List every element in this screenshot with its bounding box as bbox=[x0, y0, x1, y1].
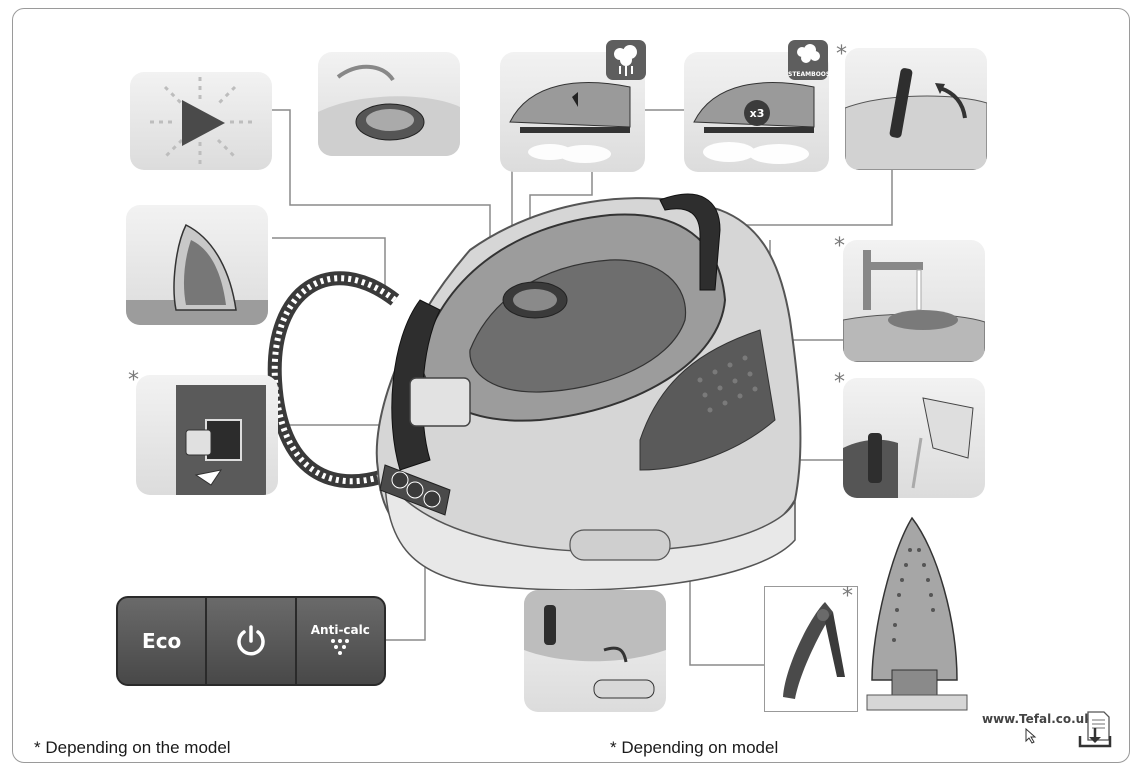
panel-accessory-holder bbox=[764, 586, 858, 712]
iron-on-stand bbox=[866, 516, 968, 711]
panel-handle-release bbox=[845, 48, 987, 170]
hose-connector bbox=[409, 377, 471, 427]
steamboost-icon: STEAMBOOST bbox=[788, 40, 835, 80]
asterisk-handle-release: * bbox=[836, 42, 847, 67]
download-document-icon[interactable] bbox=[1076, 710, 1114, 750]
panel-fill-from-jug bbox=[843, 378, 985, 498]
website-link[interactable]: www.Tefal.co.uk bbox=[982, 712, 1093, 726]
multiplier-badge: x3 bbox=[744, 100, 770, 126]
diagram-frame bbox=[12, 8, 1130, 763]
footnote-left: * Depending on the model bbox=[34, 738, 231, 757]
steam-icon bbox=[606, 40, 646, 80]
steamboost-label: STEAMBOOST bbox=[788, 71, 835, 78]
control-panel-closeup: Eco Anti-calc bbox=[116, 596, 386, 686]
asterisk-accessory: * bbox=[842, 584, 853, 609]
power-button[interactable] bbox=[207, 598, 297, 684]
panel-anticalc-collector bbox=[136, 375, 278, 495]
asterisk-tap-fill: * bbox=[834, 234, 845, 259]
panel-steam-dial bbox=[318, 52, 460, 156]
eco-label: Eco bbox=[142, 629, 182, 653]
play-triangle-icon bbox=[182, 100, 225, 146]
anticalc-label: Anti-calc bbox=[310, 623, 370, 637]
eco-button[interactable]: Eco bbox=[118, 598, 208, 684]
asterisk-anticalc: * bbox=[128, 368, 139, 393]
anticalc-icon bbox=[331, 639, 350, 655]
water-tank-window bbox=[569, 529, 671, 561]
panel-indicator-light bbox=[130, 72, 272, 170]
panel-fill-from-tap bbox=[843, 240, 985, 362]
panel-water-tank bbox=[524, 590, 666, 712]
cursor-icon bbox=[1025, 728, 1037, 744]
footnote-right: * Depending on model bbox=[610, 738, 779, 757]
anticalc-button[interactable]: Anti-calc bbox=[296, 598, 384, 684]
panel-iron-rest bbox=[126, 205, 268, 325]
power-icon bbox=[237, 625, 265, 656]
asterisk-jug-fill: * bbox=[834, 370, 845, 395]
